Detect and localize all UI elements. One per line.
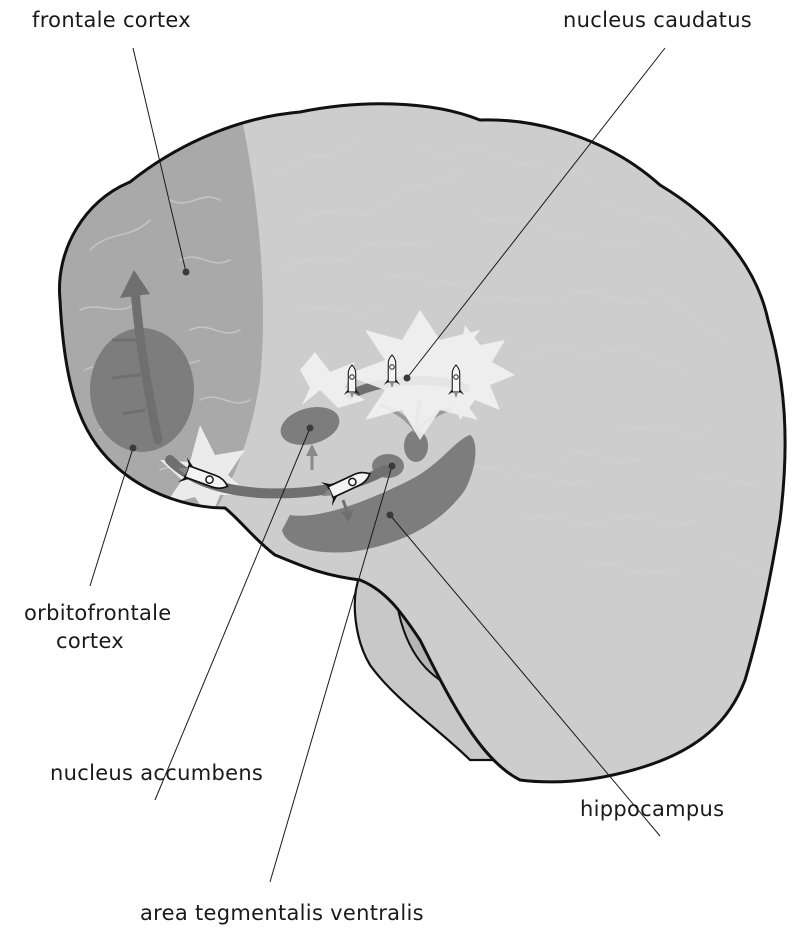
label-orbitofrontal-line2: cortex	[56, 629, 124, 653]
label-nucleus-accumbens: nucleus accumbens	[50, 761, 263, 785]
label-vta: area tegmentalis ventralis	[140, 901, 424, 925]
label-hippocampus: hippocampus	[580, 797, 724, 821]
label-orbitofrontal-line1: orbitofrontale	[24, 601, 172, 625]
label-nucleus-caudatus: nucleus caudatus	[563, 8, 752, 32]
label-frontal-cortex: frontale cortex	[32, 8, 191, 32]
